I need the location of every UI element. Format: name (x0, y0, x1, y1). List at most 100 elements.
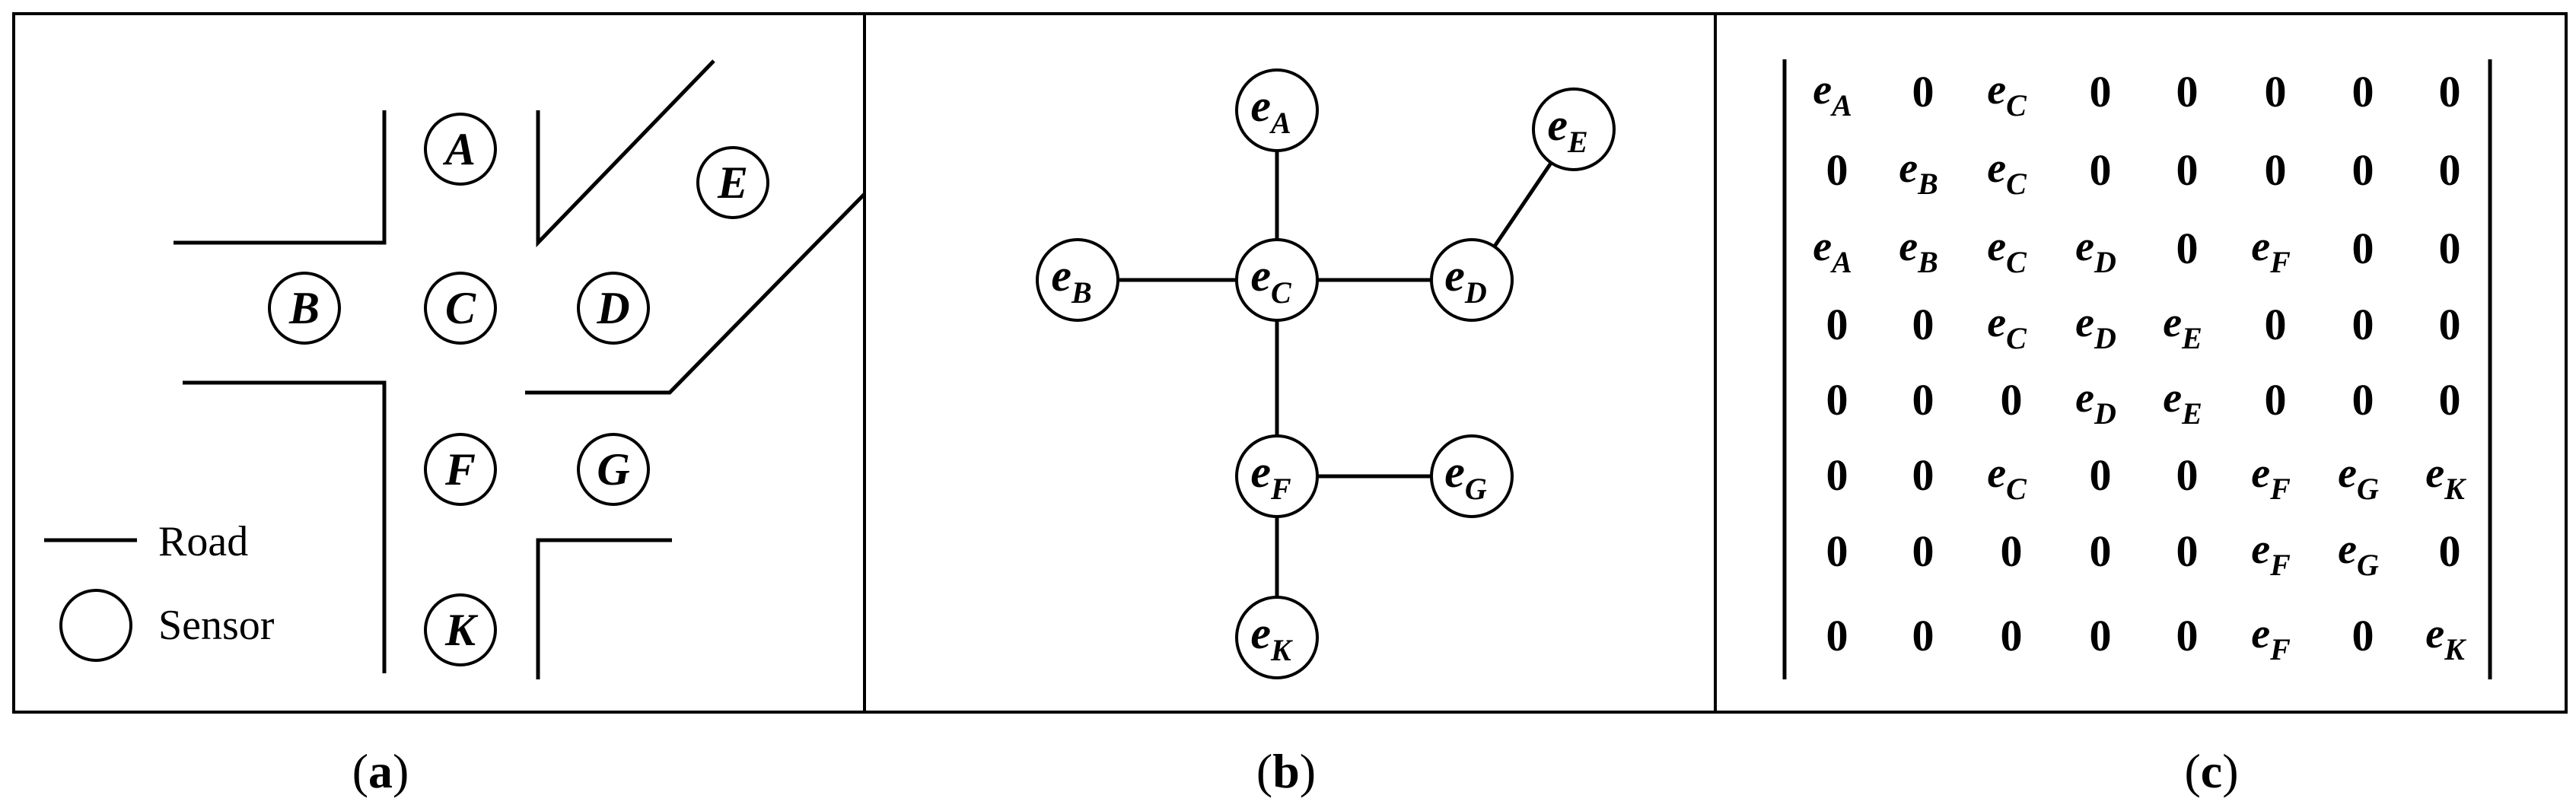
matrix-cell: 0 (2090, 67, 2112, 116)
sensor-c: C (424, 272, 497, 345)
matrix-cell: 0 (2176, 224, 2199, 273)
legend-road-label: Road (158, 518, 248, 565)
matrix-cell: 0 (2265, 375, 2287, 425)
sensor-g: G (577, 433, 650, 506)
panel-b: eA eB eC eD eE eF eG eK (b) (1036, 68, 1616, 798)
matrix-cell: 0 (1912, 67, 1934, 116)
matrix-cell: eK (2425, 610, 2466, 666)
matrix-cell: eC (1987, 299, 2027, 355)
matrix-cell: eA (1813, 66, 1852, 122)
node-eb: eB (1036, 238, 1119, 322)
road-top-left (174, 110, 387, 245)
matrix-cell: 0 (1826, 300, 1848, 349)
matrix-cell: 0 (2352, 224, 2374, 273)
road-bottom-right (536, 538, 672, 679)
node-circle (1532, 87, 1616, 171)
roads (174, 59, 866, 679)
matrix-cell: eC (1987, 66, 2027, 122)
matrix-cell: eG (2338, 526, 2379, 582)
matrix-cell: eB (1899, 223, 1938, 279)
matrix-cell: eB (1899, 145, 1938, 201)
matrix-cell: eC (1987, 223, 2027, 279)
legend-sensor-label: Sensor (158, 602, 275, 649)
node-label: eF (1250, 447, 1291, 506)
matrix-cell: 0 (2176, 450, 2199, 500)
matrix-cell: 0 (2090, 450, 2112, 500)
node-circle (1036, 238, 1119, 322)
node-circle (1235, 238, 1319, 322)
matrix-cell: 0 (1912, 450, 1934, 500)
matrix-cell: 0 (2176, 145, 2199, 195)
matrix-cell: 0 (2439, 526, 2461, 576)
node-label: eG (1444, 447, 1487, 506)
matrix-cell: 0 (2090, 611, 2112, 660)
sensor-circle (268, 272, 341, 345)
matrix-cell: 0 (1826, 526, 1848, 576)
matrix-cell: eE (2163, 299, 2202, 355)
sensors: A B C D E F G K (268, 113, 769, 666)
road-bottom-left (183, 380, 387, 673)
panel-frames (12, 12, 2568, 714)
sensor-label: G (597, 444, 629, 495)
matrix-cell: 0 (1912, 375, 1934, 425)
matrix-cell: eK (2425, 450, 2466, 506)
matrix-cell: 0 (2439, 300, 2461, 349)
node-label: eA (1250, 81, 1291, 140)
legend-sensor-circle (59, 589, 132, 662)
matrix-cell: 0 (2176, 67, 2199, 116)
sensor-label: E (717, 157, 748, 208)
sensor-label: D (596, 283, 629, 333)
node-circle (1235, 434, 1319, 518)
node-circle (1430, 238, 1514, 322)
sensor-b: B (268, 272, 341, 345)
sensor-label: C (445, 283, 476, 333)
matrix-cell: 0 (2265, 300, 2287, 349)
sensor-a: A (424, 113, 497, 186)
sensor-circle (577, 433, 650, 506)
node-ec: eC (1235, 238, 1319, 322)
node-label: eB (1051, 250, 1091, 310)
node-circle (1430, 434, 1514, 518)
matrix-cell: 0 (2439, 224, 2461, 273)
sensor-circle (424, 593, 497, 666)
matrix-cell: eE (2163, 374, 2202, 431)
sensor-circle (424, 113, 497, 186)
matrix-cell: 0 (2352, 145, 2374, 195)
graph-nodes: eA eB eC eD eE eF eG eK (1036, 68, 1616, 679)
matrix-cell: 0 (2001, 611, 2023, 660)
frame-panel-c (1714, 12, 2568, 714)
sensor-f: F (424, 433, 497, 506)
matrix-cell: eF (2251, 610, 2291, 666)
matrix-cell: 0 (2352, 67, 2374, 116)
matrix-cell: 0 (2439, 375, 2461, 425)
matrix-cell: eF (2251, 223, 2291, 279)
node-label: eD (1444, 250, 1487, 310)
matrix-cell: 0 (1912, 300, 1934, 349)
matrix-cell: eF (2251, 450, 2291, 506)
matrix-cell: eA (1813, 223, 1852, 279)
matrix-cell: 0 (2001, 375, 2023, 425)
matrix-cell: 0 (2176, 611, 2199, 660)
matrix-cell: 0 (2001, 526, 2023, 576)
matrix-cell: 0 (1826, 450, 1848, 500)
sensor-d: D (577, 272, 650, 345)
sensor-circle (424, 433, 497, 506)
matrix-cell: 0 (2090, 526, 2112, 576)
matrix-cell: 0 (2265, 145, 2287, 195)
node-label: eK (1250, 608, 1293, 667)
sensor-label: K (444, 605, 479, 655)
node-circle (1235, 68, 1319, 152)
node-eg: eG (1430, 434, 1514, 518)
sensor-circle (696, 146, 769, 219)
matrix-cell: 0 (1826, 611, 1848, 660)
caption-b: (b) (1256, 744, 1316, 798)
node-ee: eE (1532, 87, 1616, 171)
node-ea: eA (1235, 68, 1319, 152)
road-top-right (536, 59, 715, 248)
matrix-cell: eC (1987, 450, 2027, 506)
sensor-e: E (696, 146, 769, 219)
